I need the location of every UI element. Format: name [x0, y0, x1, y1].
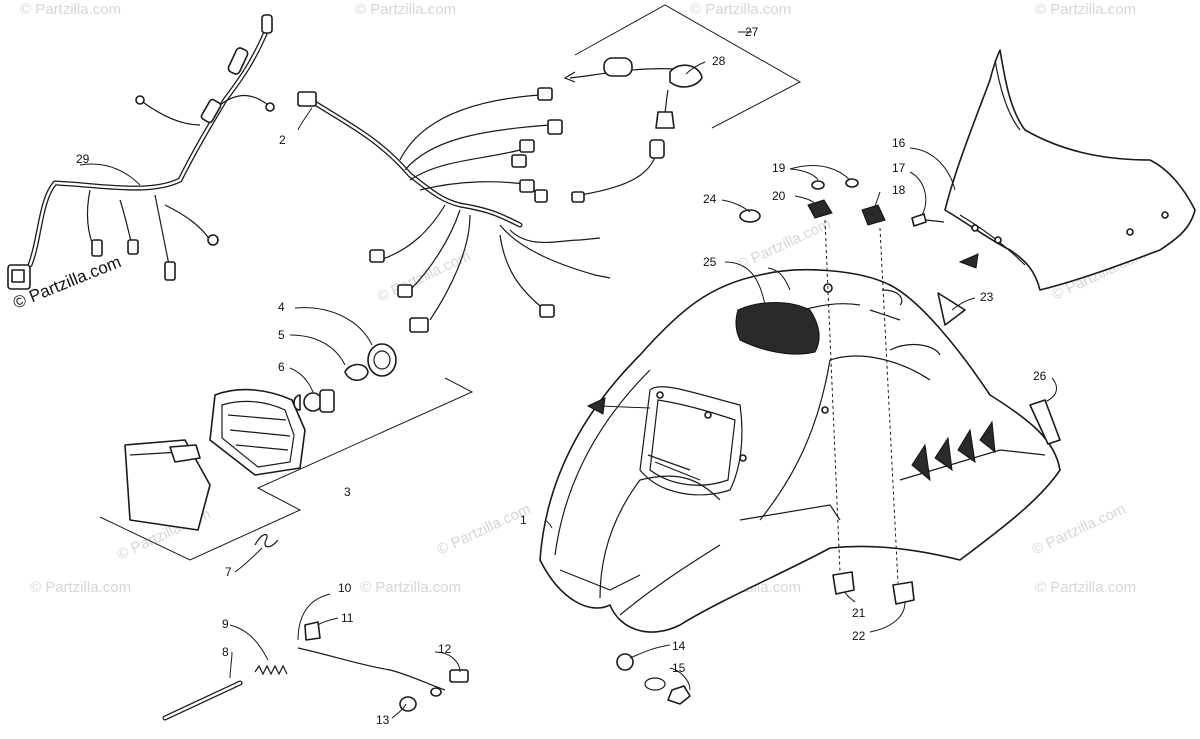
callout-5: 5	[278, 328, 285, 342]
watermark-faint: © Partzilla.com	[690, 1, 791, 18]
callout-29: 29	[76, 152, 90, 166]
hood-1	[539, 269, 1061, 633]
callout-20: 20	[772, 189, 786, 203]
watermark-faint: © Partzilla.com	[435, 501, 534, 559]
watermark-faint: © Partzilla.com	[735, 216, 834, 274]
harness-28	[563, 57, 703, 203]
callout-14: 14	[672, 639, 686, 653]
callout-15: 15	[672, 661, 686, 675]
callout-13: 13	[376, 713, 390, 727]
harness-2	[297, 87, 611, 333]
callout-11: 11	[341, 611, 354, 625]
callout-26: 26	[1033, 369, 1047, 383]
callout-28: 28	[712, 54, 726, 68]
callout-17: 17	[892, 161, 906, 175]
callout-6: 6	[278, 360, 285, 374]
watermark-faint: © Partzilla.com	[1035, 579, 1136, 596]
callout-25: 25	[703, 255, 717, 269]
callout-12: 12	[438, 642, 452, 656]
callout-8: 8	[222, 645, 229, 659]
callout-18: 18	[892, 183, 906, 197]
bracket-27	[574, 4, 802, 129]
watermark-faint: © Partzilla.com	[360, 579, 461, 596]
callout-27: 27	[745, 25, 759, 39]
watermark-faint: © Partzilla.com	[355, 1, 456, 18]
watermark-faint: © Partzilla.com	[1030, 501, 1129, 559]
harness-29	[7, 14, 275, 290]
callout-labels: 1 2 3 4 5 6 7 8 9 10 11 12 13 14 15 16 1…	[76, 25, 1047, 727]
leader-lines	[79, 61, 1057, 719]
callout-1: 1	[520, 513, 527, 527]
callout-23: 23	[980, 290, 994, 304]
callout-10: 10	[338, 581, 352, 595]
watermark-faint: © Partzilla.com	[1035, 1, 1136, 18]
callout-4: 4	[278, 300, 285, 314]
callout-24: 24	[703, 192, 717, 206]
windshield-16	[944, 49, 1196, 291]
fasteners	[162, 178, 1061, 721]
callout-9: 9	[222, 617, 229, 631]
watermark-faint: © Partzilla.com	[20, 1, 121, 18]
callout-3: 3	[344, 485, 351, 499]
callout-16: 16	[892, 136, 906, 150]
callout-21: 21	[852, 606, 866, 620]
callout-22: 22	[852, 629, 866, 643]
callout-2: 2	[279, 133, 286, 147]
headlight-assembly	[99, 343, 474, 561]
callout-19: 19	[772, 161, 786, 175]
watermark-faint: © Partzilla.com	[30, 579, 131, 596]
callout-7: 7	[225, 565, 232, 579]
